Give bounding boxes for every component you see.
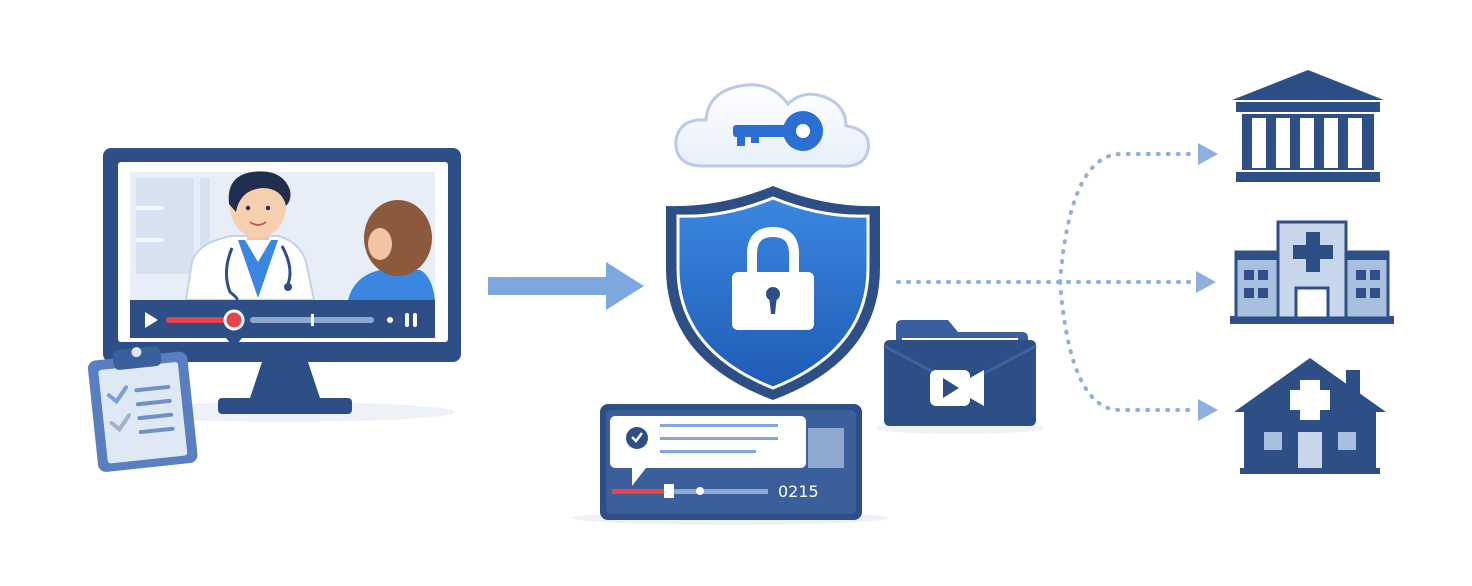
distribution-arrowheads (1196, 143, 1218, 421)
clinic-house-icon (1234, 358, 1386, 474)
institution-icon (1232, 70, 1384, 182)
distribution-paths (896, 152, 1194, 412)
video-consultation-monitor-icon (103, 148, 461, 422)
video-timestamp: 0215 (778, 482, 819, 501)
video-player-bar (130, 300, 435, 348)
shield-lock-icon (666, 186, 880, 400)
right-arrow-icon (488, 262, 644, 310)
doctor-figure (184, 171, 316, 302)
play-icon (145, 312, 158, 328)
hospital-icon (1230, 220, 1394, 324)
cloud-key-icon (674, 83, 871, 168)
annotated-video-panel-icon: 0215 (572, 404, 888, 525)
video-folder-icon (876, 320, 1044, 434)
patient-figure (348, 200, 435, 300)
clipboard-checklist-icon (87, 346, 198, 472)
